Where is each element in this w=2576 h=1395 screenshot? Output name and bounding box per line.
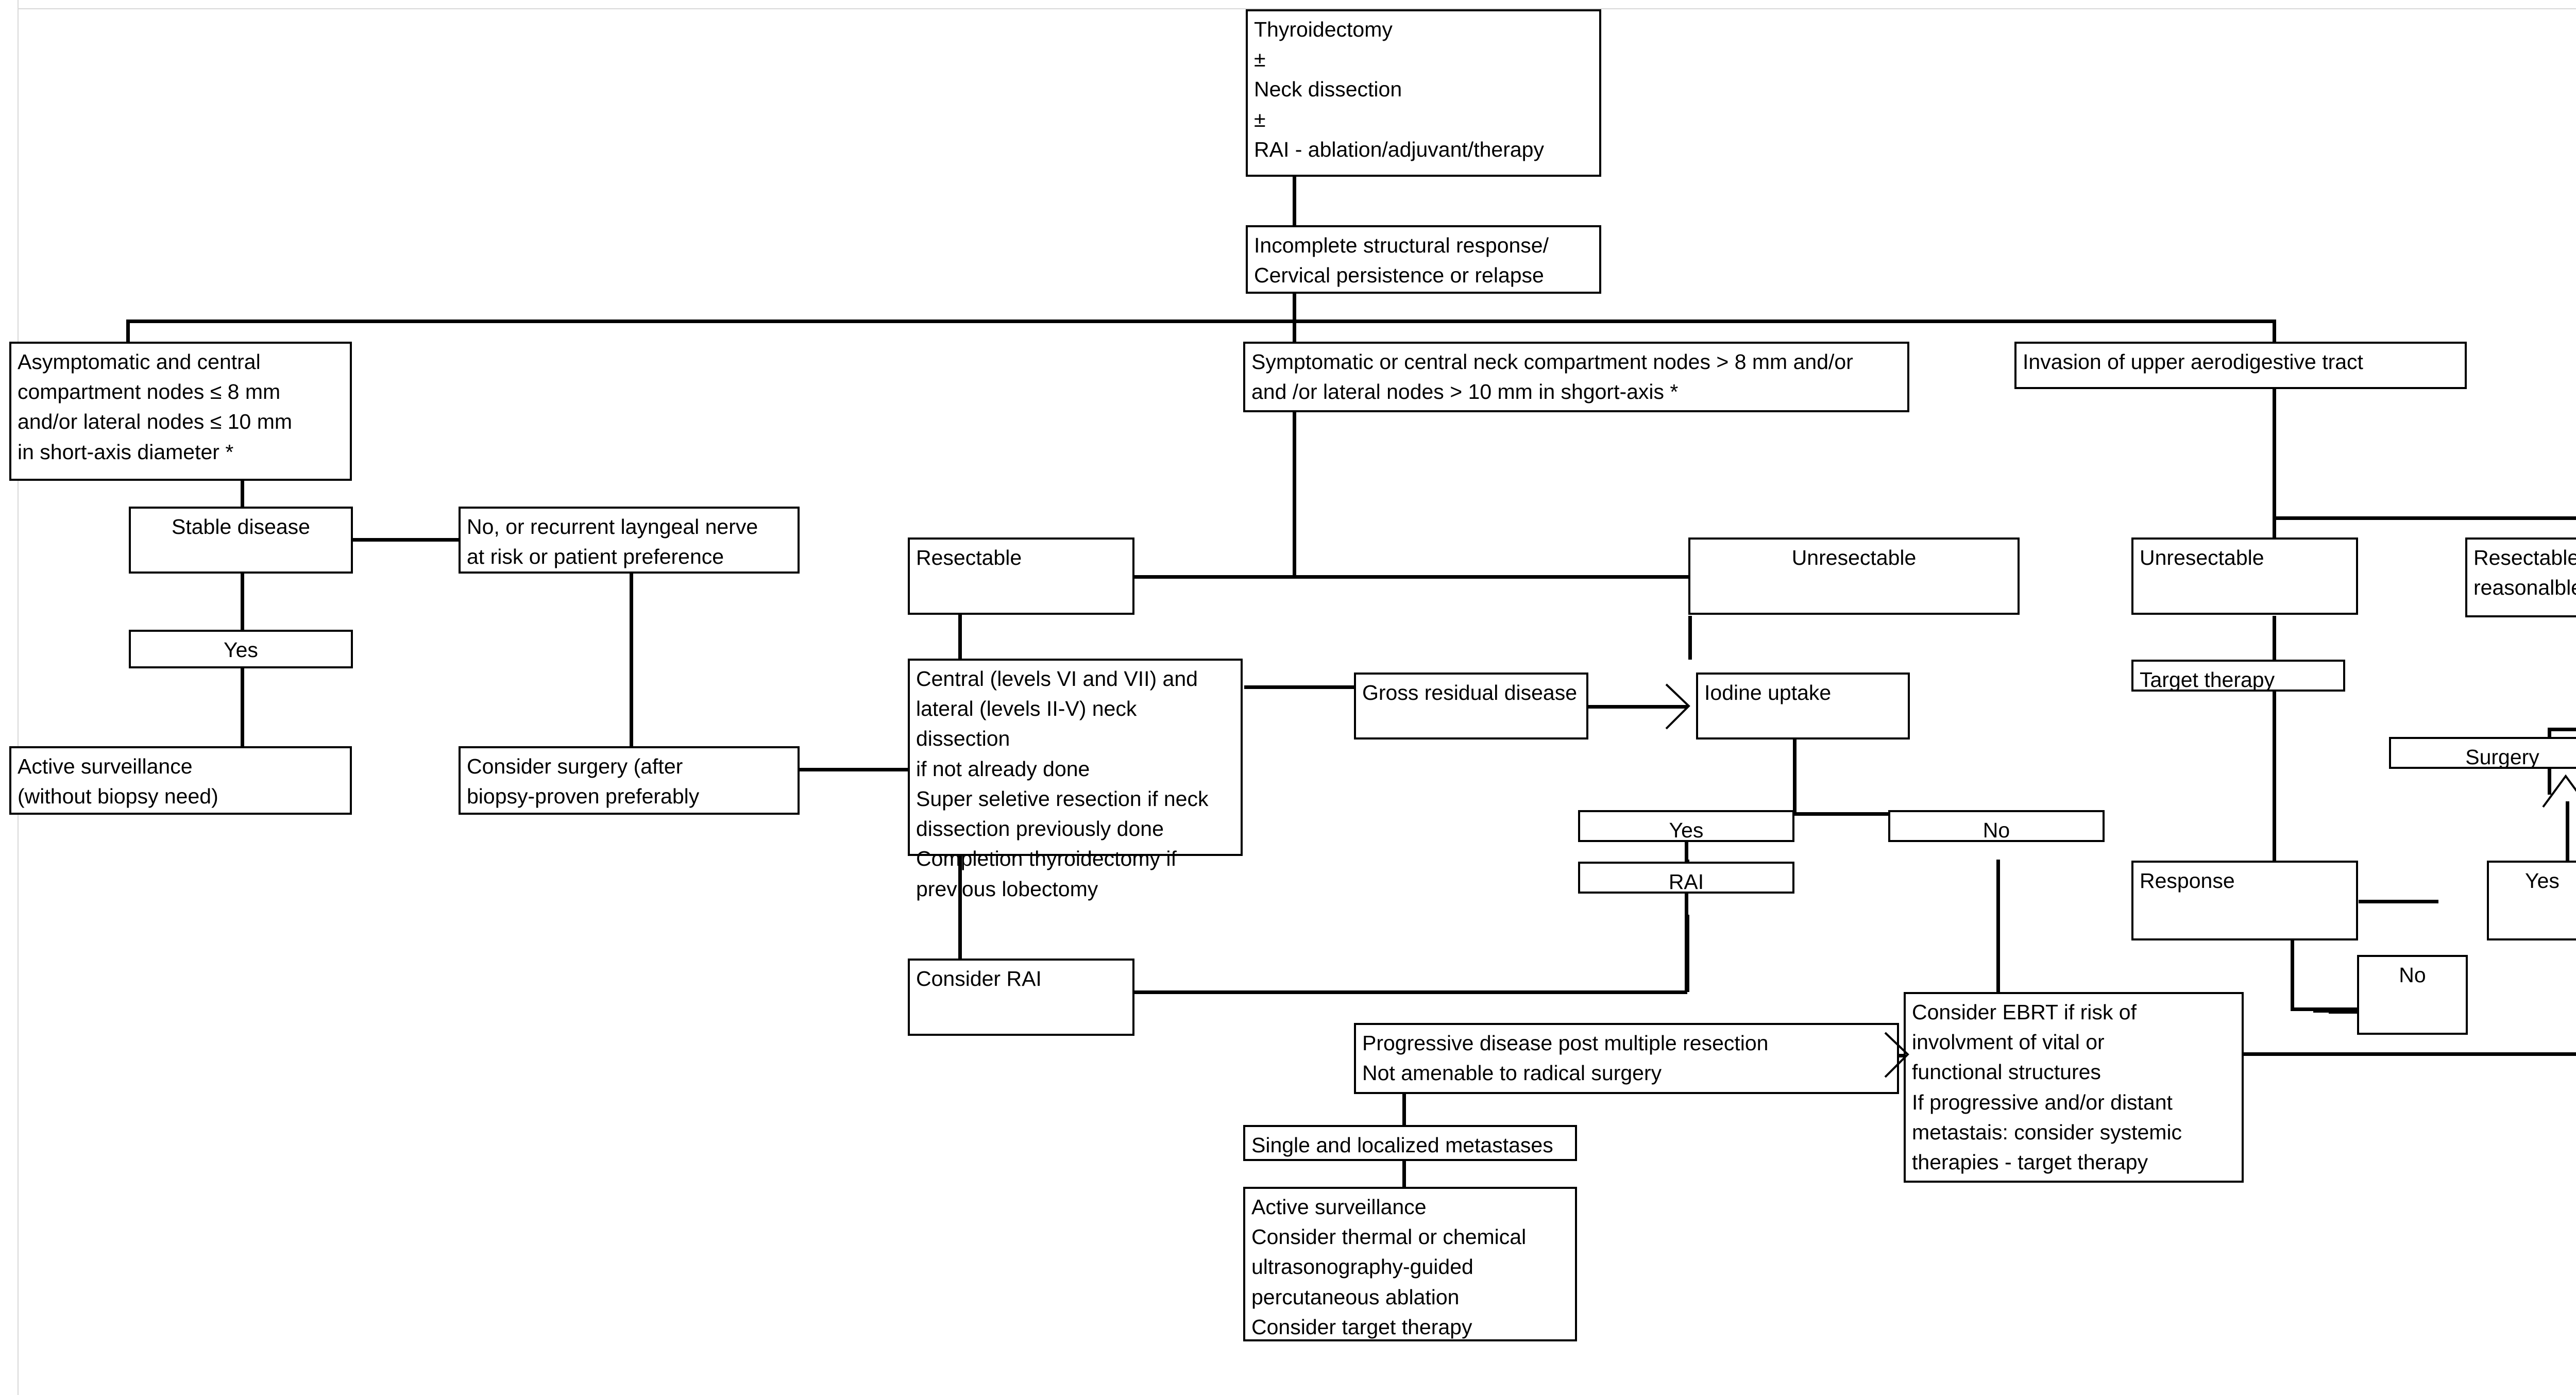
node-nerve-risk[interactable]: No, or recurrent layngeal nerve at risk … (459, 507, 800, 574)
edge-gross-residual-to-iodine (1577, 705, 1687, 709)
node-yes-response[interactable]: Yes (2487, 861, 2576, 940)
edge-unresectable-right-to-target (2273, 616, 2276, 660)
node-response[interactable]: Response (2131, 861, 2358, 940)
edge-yes-to-surgery (2566, 801, 2569, 884)
edge-resectable-bar (909, 575, 1726, 579)
node-symptomatic[interactable]: Symptomatic or central neck compartment … (1243, 342, 1909, 412)
edge-invasion-drop (2273, 389, 2276, 577)
edge-rai-down (1686, 915, 1689, 992)
edge-progressive-to-single-met (1402, 1093, 1406, 1128)
arrowhead-to-consider-ebrt (1883, 1030, 1919, 1081)
page-border-left (18, 0, 19, 1395)
edge-consider-rai-to-progressive (1133, 990, 1687, 994)
edge-stable-to-yes (241, 572, 244, 631)
edge-no-to-palliation-2 (2313, 1009, 2391, 1013)
node-resectable-qol[interactable]: Resectable with reasonalble quality of l… (2465, 537, 2576, 617)
edge-unresectable-mid-to-iodine (1688, 616, 1692, 660)
arrowhead-to-iodine-uptake (1664, 681, 1700, 733)
edge-top-distributor-bar (126, 320, 2276, 323)
node-target-therapy[interactable]: Target therapy (2131, 660, 2345, 692)
node-active-surveillance-bottom[interactable]: Active surveillance Consider thermal or … (1243, 1187, 1577, 1341)
node-unresectable-right[interactable]: Unresectable (2131, 537, 2358, 615)
node-no-response[interactable]: No (2357, 955, 2468, 1035)
edge-symptomatic-drop (1293, 411, 1296, 577)
node-no-iodine[interactable]: No (1888, 810, 2105, 842)
edge-central-to-consider-rai (958, 855, 962, 961)
page-border-top (18, 8, 2576, 9)
node-yes-left[interactable]: Yes (129, 630, 353, 668)
node-single-metastases[interactable]: Single and localized metastases (1243, 1125, 1577, 1161)
node-iodine-uptake[interactable]: Iodine uptake (1696, 673, 1910, 739)
node-resectable[interactable]: Resectable (908, 537, 1134, 615)
node-asymptomatic[interactable]: Asymptomatic and central compartment nod… (9, 342, 352, 481)
node-progressive-disease[interactable]: Progressive disease post multiple resect… (1354, 1023, 1899, 1094)
edge-target-to-response (2273, 691, 2276, 863)
node-invasion-aerodigestive[interactable]: Invasion of upper aerodigestive tract (2014, 342, 2467, 389)
edge-iodine-split-bar (1686, 812, 1999, 816)
node-surgery[interactable]: Surgery (2389, 737, 2576, 769)
edge-nerve-risk-to-consider-surgery (630, 572, 633, 747)
edge-invasion-split-bar (2273, 516, 2576, 520)
edge-asymptomatic-to-stable (241, 479, 244, 508)
edge-consider-surgery-to-central (799, 768, 909, 771)
arrowhead-to-surgery (2540, 773, 2576, 810)
node-stable-disease[interactable]: Stable disease (129, 507, 353, 574)
node-consider-ebrt[interactable]: Consider EBRT if risk of involvment of v… (1904, 992, 2244, 1183)
edge-no-to-ebrt (1996, 860, 2000, 1043)
edge-single-met-to-active-surveillance (1402, 1158, 1406, 1188)
node-central-lateral-dissection[interactable]: Central (levels VI and VII) and lateral … (908, 659, 1243, 901)
node-yes-iodine[interactable]: Yes (1578, 810, 1794, 842)
node-thyroidectomy[interactable]: Thyroidectomy ± Neck dissection ± RAI - … (1246, 9, 1601, 177)
edge-bus-drop-right (2273, 320, 2276, 343)
node-incomplete-response[interactable]: Incomplete structural response/ Cervical… (1246, 225, 1601, 294)
node-gross-residual[interactable]: Gross residual disease (1354, 673, 1588, 739)
edge-conservative-bottom-run (2242, 1052, 2576, 1056)
edge-resectable-to-central (958, 613, 962, 660)
edge-yes-to-active-surveillance (241, 667, 244, 747)
edge-iodine-drop (1793, 734, 1797, 814)
edge-central-to-gross-residual (1244, 685, 1355, 689)
node-consider-rai[interactable]: Consider RAI (908, 959, 1134, 1036)
node-active-surveillance-left[interactable]: Active surveillance (without biopsy need… (9, 746, 352, 815)
edge-incomplete-to-bus (1293, 293, 1296, 322)
edge-response-to-yes (2359, 900, 2438, 903)
node-unresectable-mid[interactable]: Unresectable (1688, 537, 2020, 615)
edge-bus-drop-center (1293, 320, 1296, 343)
edge-response-to-no-riser (2291, 940, 2294, 1010)
node-consider-surgery[interactable]: Consider surgery (after biopsy-proven pr… (459, 746, 800, 815)
edge-stable-to-nerve-risk (353, 538, 459, 542)
edge-bus-drop-left (126, 320, 130, 343)
edge-thyroidectomy-to-incomplete (1293, 175, 1296, 227)
edge-qol-split-bar (2548, 728, 2576, 731)
node-rai[interactable]: RAI (1578, 862, 1794, 894)
